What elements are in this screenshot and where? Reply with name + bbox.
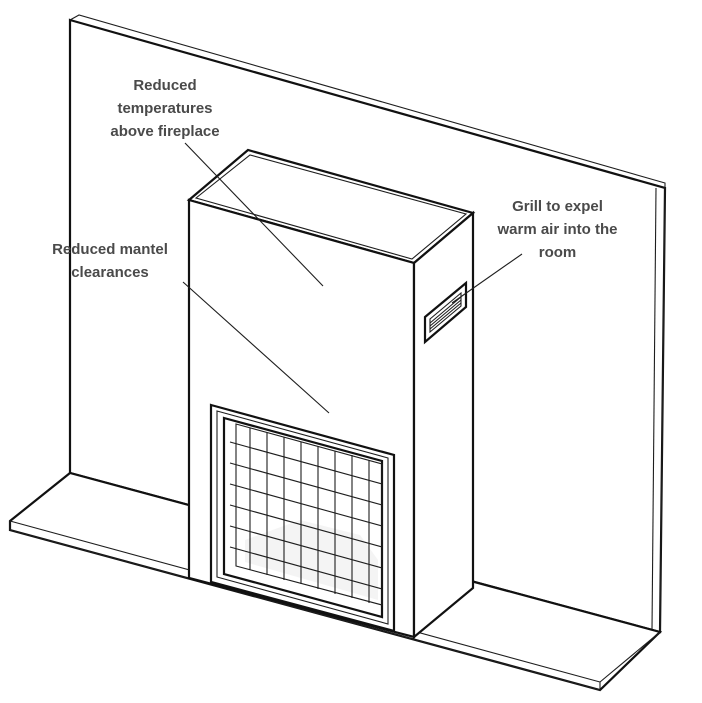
label-grill-warm-air: Grill to expel warm air into the room (497, 198, 618, 261)
label-reduced-temperatures: Reduced temperatures above fireplace (110, 77, 220, 140)
fireplace-insert (209, 403, 396, 633)
label-reduced-mantel-clearances: Reduced mantel clearances (52, 241, 168, 281)
grill-vent (423, 280, 468, 345)
leader-lines (182, 142, 523, 414)
screen-mesh (229, 428, 383, 603)
